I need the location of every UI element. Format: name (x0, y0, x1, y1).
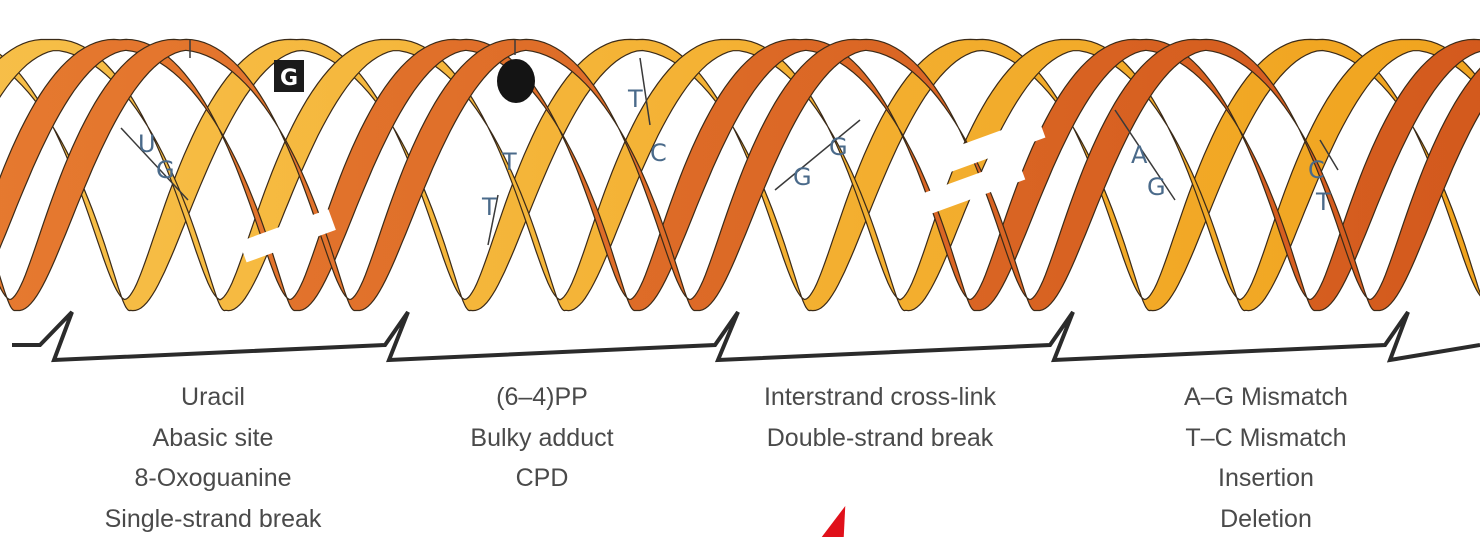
guanine-label-1: G (156, 156, 175, 184)
guanine-box-marker: G (274, 60, 304, 92)
bulky-adduct-marker (497, 59, 535, 103)
caption-line: Abasic site (43, 418, 383, 459)
caption-line: Deletion (1096, 499, 1436, 539)
thymine-label-4: T (1315, 188, 1331, 216)
caption-line: Single-strand break (43, 499, 383, 539)
caption-line: T–C Mismatch (1096, 418, 1436, 459)
caption-line: 8-Oxoguanine (43, 458, 383, 499)
section-divider-line (12, 312, 1480, 360)
panel-caption-1: Uracil Abasic site 8-Oxoguanine Single-s… (43, 377, 383, 539)
caption-line: Bulky adduct (372, 418, 712, 459)
guanine-label-4: G (1147, 173, 1166, 201)
panel-caption-4: A–G Mismatch T–C Mismatch Insertion Dele… (1096, 377, 1436, 539)
caption-line: Interstrand cross-link (710, 377, 1050, 418)
panel-caption-2: (6–4)PP Bulky adduct CPD (372, 377, 712, 499)
guanine-box-label: G (280, 66, 298, 91)
panel-caption-3: Interstrand cross-link Double-strand bre… (710, 377, 1050, 458)
adenine-label: A (1131, 141, 1148, 169)
caption-line: Double-strand break (710, 418, 1050, 459)
cytosine-label-1: C (650, 139, 667, 167)
thymine-label-1: T (501, 148, 517, 176)
thymine-label-3: T (627, 85, 643, 113)
guanine-label-3: G (829, 133, 848, 161)
caption-line: CPD (372, 458, 712, 499)
caption-line: Uracil (43, 377, 383, 418)
caption-line: A–G Mismatch (1096, 377, 1436, 418)
thymine-label-2: T (481, 193, 497, 221)
caption-line: (6–4)PP (372, 377, 712, 418)
caption-line: Insertion (1096, 458, 1436, 499)
guanine-label-2: G (793, 163, 812, 191)
cytosine-label-2: C (1308, 156, 1325, 184)
uracil-label: U (138, 130, 156, 158)
